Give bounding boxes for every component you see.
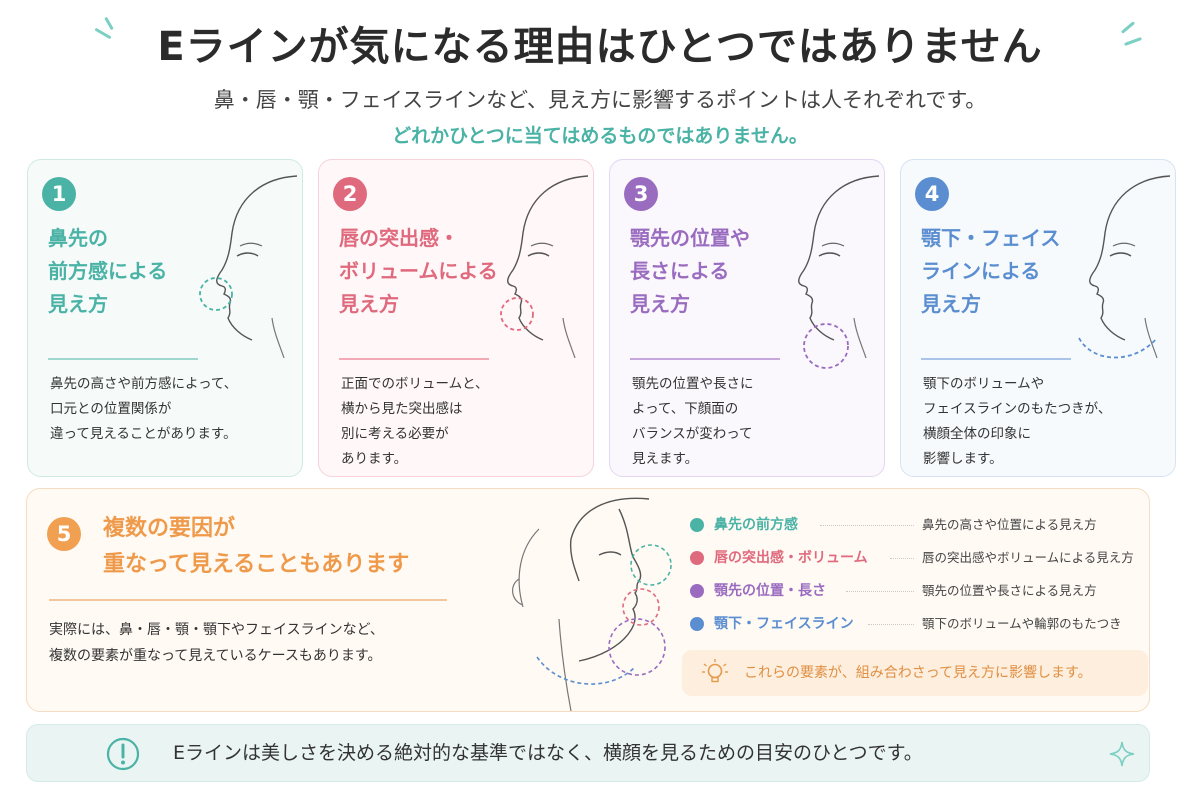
card-title: 顎先の位置や 長さによる 見え方: [630, 226, 750, 316]
card-description: 顎先の位置や長さに よって、下顔面の バランスが変わって 見えます。: [632, 376, 754, 467]
legend-dot: [690, 617, 704, 631]
hint-text: これらの要素が、組み合わさって見え方に影響します。: [744, 665, 1092, 681]
card-number-badge: 2: [333, 177, 367, 211]
exclamation-icon: [106, 737, 140, 771]
profile-face-illustration: [512, 497, 672, 711]
legend-label: 唇の突出感・ボリューム: [714, 550, 868, 566]
card-description: 顎下のボリュームや フェイスラインのもたつきが、 横顔全体の印象に 影響します。: [923, 376, 1112, 467]
legend-description: 顎下のボリュームや輪郭のもたつき: [922, 616, 1122, 631]
card-divider: [49, 599, 447, 601]
legend-label: 鼻先の前方感: [714, 517, 798, 533]
legend-description: 唇の突出感やボリュームによる見え方: [922, 550, 1134, 565]
page-subtitle: 鼻・唇・顎・フェイスラインなど、見え方に影響するポイントは人それぞれです。: [213, 88, 987, 112]
card-divider: [921, 358, 1071, 360]
card-title: 鼻先の 前方感による 見え方: [48, 226, 168, 316]
card-title: 複数の要因が 重なって見えることもあります: [103, 516, 410, 577]
legend-description: 顎先の位置や長さによる見え方: [922, 583, 1097, 598]
footer-note: Eラインは美しさを決める絶対的な基準ではなく、横顔を見るための目安のひとつです。: [26, 724, 1150, 782]
legend-description: 鼻先の高さや位置による見え方: [922, 517, 1097, 532]
card-number-badge: 3: [624, 177, 658, 211]
card-divider: [339, 358, 489, 360]
factor-card-jawline: 4 顎下・フェイス ラインによる 見え方 顎下のボリュームや フェイスラインのも…: [900, 159, 1176, 477]
card-number-badge: 5: [47, 517, 81, 551]
sparkle-icon: [1109, 741, 1135, 767]
factor-card-chin: 3 顎先の位置や 長さによる 見え方 顎先の位置や長さに よって、下顔面の バラ…: [609, 159, 885, 477]
hint-box: これらの要素が、組み合わさって見え方に影響します。: [682, 650, 1148, 696]
legend-label: 顎下・フェイスライン: [714, 616, 854, 632]
profile-face-illustration: [500, 175, 589, 358]
footer-text: Eラインは美しさを決める絶対的な基準ではなく、横顔を見るための目安のひとつです。: [173, 742, 923, 764]
card-description: 正面でのボリュームと、 横から見た突出感は 別に考える必要が あります。: [341, 376, 489, 467]
leader-dots: [890, 558, 914, 559]
leader-dots: [846, 591, 914, 592]
page-emphasis: どれかひとつに当てはめるものではありません。: [392, 125, 808, 147]
leader-dots: [868, 624, 914, 625]
legend-dot: [690, 518, 704, 532]
card-number-badge: 1: [42, 177, 76, 211]
profile-face-illustration: [199, 175, 298, 358]
profile-face-illustration: [798, 175, 880, 369]
card-title: 唇の突出感・ ボリュームによる 見え方: [339, 226, 498, 316]
card-title: 顎下・フェイス ラインによる 見え方: [921, 226, 1061, 316]
card-description: 鼻先の高さや前方感によって、 口元との位置関係が 違って見えることがあります。: [50, 376, 238, 442]
factor-card-lips: 2 唇の突出感・ ボリュームによる 見え方 正面でのボリュームと、 横から見た突…: [318, 159, 594, 477]
leader-dots: [820, 525, 914, 526]
legend-label: 顎先の位置・長さ: [714, 583, 826, 599]
card-divider: [630, 358, 780, 360]
legend-dot: [690, 584, 704, 598]
lightbulb-icon: [702, 659, 728, 683]
page-title: Eラインが気になる理由はひとつではありません: [157, 24, 1043, 70]
card-description: 実際には、鼻・唇・顎・顎下やフェイスラインなど、 複数の要素が重なって見えている…: [49, 622, 384, 664]
summary-card: 5 複数の要因が 重なって見えることもあります 実際には、鼻・唇・顎・顎下やフェ…: [26, 488, 1150, 712]
profile-face-illustration: [1078, 175, 1171, 359]
card-number-badge: 4: [915, 177, 949, 211]
card-divider: [48, 358, 198, 360]
legend-dot: [690, 551, 704, 565]
factor-card-nose: 1 鼻先の 前方感による 見え方 鼻先の高さや前方感によって、 口元との位置関係…: [27, 159, 303, 477]
